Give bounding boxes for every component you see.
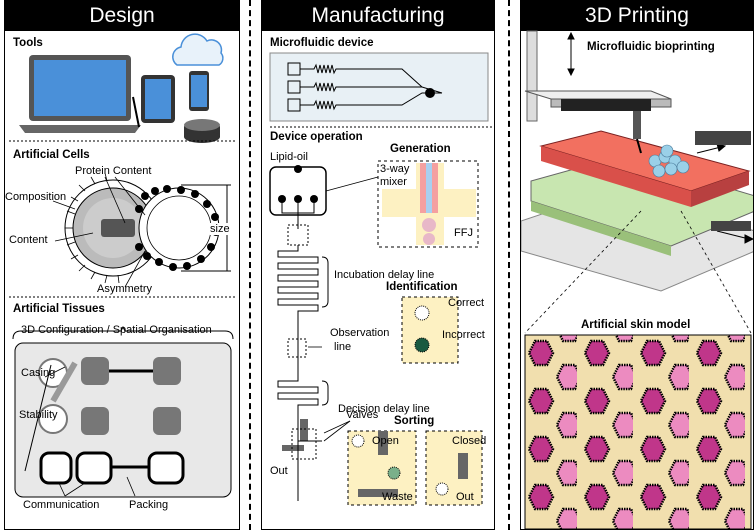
observation-line-label: line — [334, 341, 352, 353]
three-way-label: 3-way — [380, 163, 410, 175]
divider-left — [249, 0, 251, 530]
open-label: Open — [372, 435, 399, 447]
bioprinting-title: Microfluidic bioprinting — [587, 41, 715, 53]
manufacturing-panel: Manufacturing Microfluidic device Device… — [261, 0, 495, 530]
tools-illustration — [9, 33, 237, 143]
configuration-label: 3D Configuration / Spatial Organisation — [21, 324, 212, 336]
microfluidic-device-illustration — [269, 52, 492, 128]
incorrect-label: Incorrect — [442, 329, 485, 341]
skin-model-title: Artificial skin model — [581, 319, 691, 331]
ffj-label: FFJ — [454, 227, 473, 239]
incubation-serpentine — [277, 245, 319, 421]
laptop-icon — [19, 55, 141, 133]
microfluidic-device-title: Microfluidic device — [270, 37, 374, 49]
design-panel: Design Tools Arti — [4, 0, 240, 530]
bioprinter-illustration — [521, 30, 753, 334]
sorting-title: Sorting — [394, 415, 435, 427]
device-operation-illustration — [269, 160, 483, 506]
identification-title: Identification — [386, 281, 458, 293]
printing-header: 3D Printing — [521, 1, 753, 31]
content-label: Content — [9, 234, 48, 246]
asymmetry-label: Asymmetry — [97, 283, 152, 295]
skin-model-illustration — [524, 334, 752, 529]
artificial-tissue-illustration — [12, 325, 234, 498]
valves-label: Valves — [346, 409, 379, 421]
composition-label: Composition — [5, 191, 67, 203]
mixer-label: mixer — [380, 176, 407, 188]
membrane-tails — [65, 172, 120, 284]
printed-tissue — [648, 144, 690, 178]
artificial-cells-title: Artificial Cells — [13, 149, 90, 161]
device-out-label: Out — [270, 465, 288, 477]
printing-panel: 3D Printing — [520, 0, 754, 530]
stability-label: Stability — [19, 409, 58, 421]
cloud-icon — [172, 33, 224, 66]
tablet-icon — [132, 75, 175, 128]
artificial-tissues-title: Artificial Tissues — [13, 303, 105, 315]
phone-icon — [189, 71, 209, 111]
decision-label: Decision delay line — [338, 403, 430, 415]
communication-label: Communication — [23, 499, 100, 511]
waste-label: Waste — [382, 491, 413, 503]
protein-content-label: Protein Content — [75, 165, 152, 177]
artificial-cell-illustration — [9, 172, 237, 298]
tools-title: Tools — [13, 37, 43, 49]
divider-right — [508, 0, 510, 530]
closed-label: Closed — [452, 435, 487, 447]
valve-region — [282, 419, 322, 501]
correct-label: Correct — [448, 297, 485, 309]
sorting-out-label: Out — [456, 491, 474, 503]
generation-title: Generation — [390, 143, 451, 155]
database-icon — [184, 119, 220, 143]
observation-label: Observation — [330, 327, 390, 339]
design-header: Design — [5, 1, 239, 31]
incubation-label: Incubation delay line — [334, 269, 435, 281]
manufacturing-header: Manufacturing — [262, 1, 494, 31]
casing-label: Casing — [21, 367, 56, 379]
size-label: size — [210, 223, 230, 235]
lipid-oil-label: Lipid-oil — [270, 151, 308, 163]
packing-label: Packing — [129, 499, 169, 511]
device-operation-title: Device operation — [270, 131, 363, 143]
